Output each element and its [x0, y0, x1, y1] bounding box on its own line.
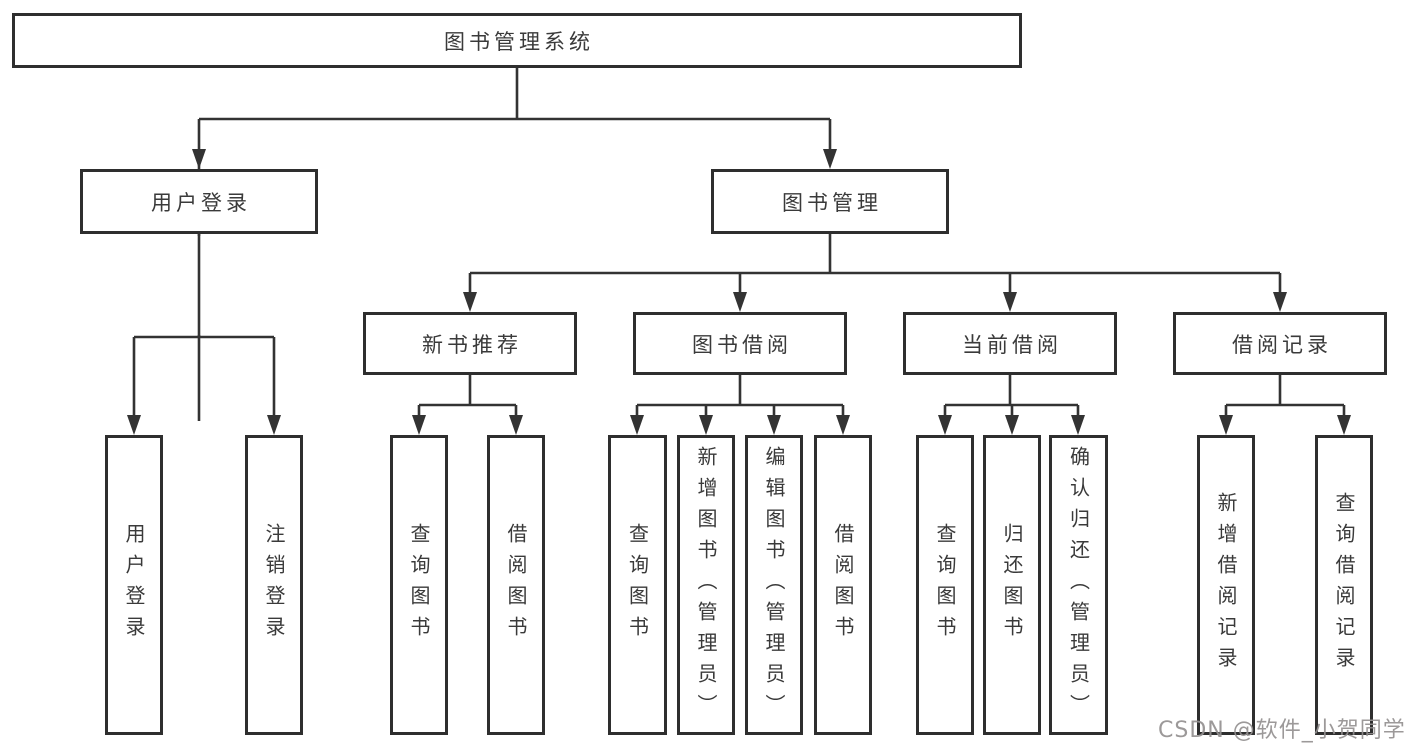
node-label: 图书管理系统 [444, 29, 594, 54]
node-borrow-records: 借阅记录 [1173, 312, 1387, 375]
node-label: 新增借阅记录 [1214, 492, 1238, 678]
node-new-book-recommend: 新书推荐 [363, 312, 577, 375]
node-label: 借阅记录 [1232, 332, 1332, 357]
node-label: 借阅图书 [831, 523, 855, 647]
node-user-login: 用户登录 [80, 169, 318, 234]
leaf-edit-books-admin: 编辑图书（管理员） [745, 435, 803, 735]
node-label: 查询图书 [407, 523, 431, 647]
leaf-query-books-current: 查询图书 [916, 435, 974, 735]
leaf-confirm-return-admin: 确认归还（管理员） [1049, 435, 1108, 735]
leaf-return-books: 归还图书 [983, 435, 1041, 735]
leaf-query-books-borrowing: 查询图书 [608, 435, 667, 735]
node-book-borrowing: 图书借阅 [633, 312, 847, 375]
node-book-management: 图书管理 [711, 169, 949, 234]
node-label: 图书借阅 [692, 332, 792, 357]
node-label: 用户登录 [122, 523, 146, 647]
node-label: 当前借阅 [962, 332, 1062, 357]
node-label: 查询图书 [625, 523, 650, 647]
leaf-logout: 注销登录 [245, 435, 303, 735]
leaf-borrow-books: 借阅图书 [814, 435, 872, 735]
node-library-management-system: 图书管理系统 [12, 13, 1022, 68]
node-label: 图书管理 [782, 190, 882, 215]
leaf-user-login: 用户登录 [105, 435, 163, 735]
leaf-add-borrow-record: 新增借阅记录 [1197, 435, 1255, 735]
node-label: 确认归还（管理员） [1066, 445, 1091, 725]
node-label: 查询借阅记录 [1332, 492, 1356, 678]
node-label: 新书推荐 [422, 332, 522, 357]
csdn-watermark: CSDN @软件_小贺同学 [1158, 718, 1405, 743]
node-current-borrowing: 当前借阅 [903, 312, 1117, 375]
node-label: 新增图书（管理员） [694, 445, 718, 725]
node-label: 注销登录 [262, 523, 286, 647]
node-label: 借阅图书 [504, 523, 528, 647]
node-label: 用户登录 [151, 190, 251, 215]
node-label: 查询图书 [933, 523, 957, 647]
leaf-borrow-books-recommend: 借阅图书 [487, 435, 545, 735]
node-label: 编辑图书（管理员） [762, 445, 786, 725]
leaf-add-books-admin: 新增图书（管理员） [677, 435, 735, 735]
leaf-query-borrow-record: 查询借阅记录 [1315, 435, 1373, 735]
leaf-query-books-recommend: 查询图书 [390, 435, 448, 735]
node-label: 归还图书 [1000, 523, 1024, 647]
